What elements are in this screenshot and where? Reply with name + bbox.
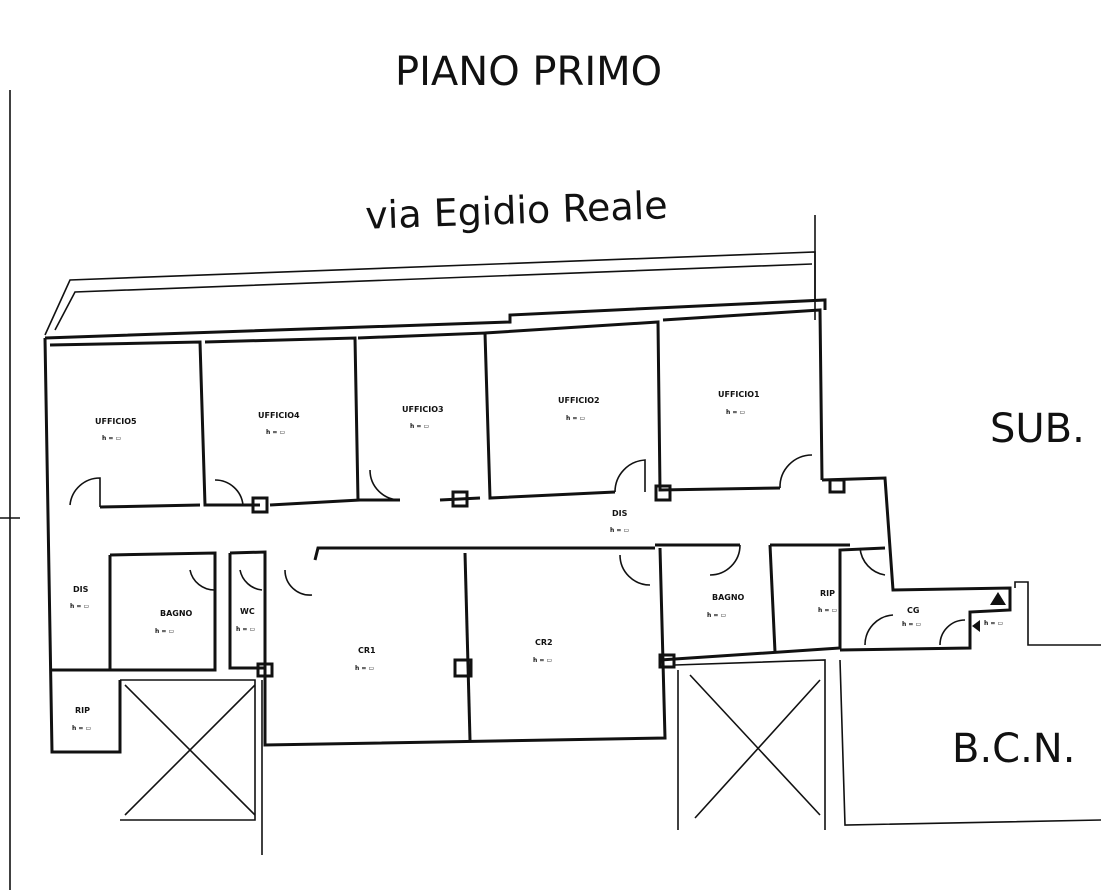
svg-text:h = ▭: h = ▭	[533, 657, 552, 664]
room-cg: CG h = ▭	[902, 606, 921, 628]
svg-text:UFFICIO1: UFFICIO1	[718, 390, 760, 399]
svg-text:h = ▭: h = ▭	[236, 626, 255, 633]
room-cr1: CR1 h = ▭	[355, 646, 376, 672]
svg-text:CG: CG	[907, 606, 919, 615]
room-wc: WC h = ▭	[236, 607, 255, 633]
room-cr2: CR2 h = ▭	[533, 638, 553, 664]
svg-text:h = ▭: h = ▭	[566, 415, 585, 422]
room-ufficio1: UFFICIO1 h = ▭	[718, 390, 760, 416]
svg-text:h = ▭: h = ▭	[266, 429, 285, 436]
room-bagno1: BAGNO h = ▭	[155, 609, 193, 635]
street-name: via Egidio Reale	[364, 183, 668, 238]
svg-text:h = ▭: h = ▭	[102, 435, 121, 442]
svg-text:UFFICIO3: UFFICIO3	[402, 405, 444, 414]
svg-text:h = ▭: h = ▭	[818, 607, 837, 614]
arrow-up-icon	[990, 592, 1006, 605]
plan-title: PIANO PRIMO	[395, 49, 662, 95]
svg-text:h = ▭: h = ▭	[984, 620, 1003, 627]
svg-text:h = ▭: h = ▭	[70, 603, 89, 610]
svg-text:BAGNO: BAGNO	[160, 609, 193, 618]
room-ufficio2: UFFICIO2 h = ▭	[558, 396, 600, 422]
svg-text:WC: WC	[240, 607, 255, 616]
walls	[0, 90, 1101, 890]
svg-text:UFFICIO2: UFFICIO2	[558, 396, 600, 405]
svg-text:UFFICIO5: UFFICIO5	[95, 417, 137, 426]
room-ufficio4: UFFICIO4 h = ▭	[258, 411, 300, 436]
svg-text:h = ▭: h = ▭	[902, 621, 921, 628]
room-corridor-left: DIS h = ▭	[70, 585, 89, 610]
room-rip2: RIP h = ▭	[72, 706, 91, 732]
svg-text:RIP: RIP	[75, 706, 90, 715]
svg-text:BAGNO: BAGNO	[712, 593, 745, 602]
svg-text:DIS: DIS	[612, 509, 628, 518]
svg-text:h = ▭: h = ▭	[155, 628, 174, 635]
neighbor-sub: SUB.	[990, 406, 1085, 452]
room-labels: UFFICIO5 h = ▭ UFFICIO4 h = ▭ UFFICIO3 h = …	[70, 390, 1003, 732]
svg-text:h = ▭: h = ▭	[707, 612, 726, 619]
svg-text:h = ▭: h = ▭	[355, 665, 374, 672]
svg-text:DIS: DIS	[73, 585, 89, 594]
stair-height: h = ▭	[984, 620, 1003, 627]
room-ufficio3: UFFICIO3 h = ▭	[402, 405, 444, 430]
room-ufficio5: UFFICIO5 h = ▭	[95, 417, 137, 442]
svg-text:h = ▭: h = ▭	[72, 725, 91, 732]
svg-text:UFFICIO4: UFFICIO4	[258, 411, 300, 420]
room-bagno2: BAGNO h = ▭	[707, 593, 745, 619]
neighbor-bcn: B.C.N.	[952, 726, 1075, 772]
svg-text:CR1: CR1	[358, 646, 376, 655]
svg-text:h = ▭: h = ▭	[410, 423, 429, 430]
svg-text:RIP: RIP	[820, 589, 835, 598]
room-rip: RIP h = ▭	[818, 589, 837, 614]
svg-text:CR2: CR2	[535, 638, 553, 647]
svg-text:h = ▭: h = ▭	[610, 527, 629, 534]
arrow-left-icon	[972, 620, 980, 632]
room-corridor: DIS h = ▭	[610, 509, 629, 534]
svg-text:h = ▭: h = ▭	[726, 409, 745, 416]
